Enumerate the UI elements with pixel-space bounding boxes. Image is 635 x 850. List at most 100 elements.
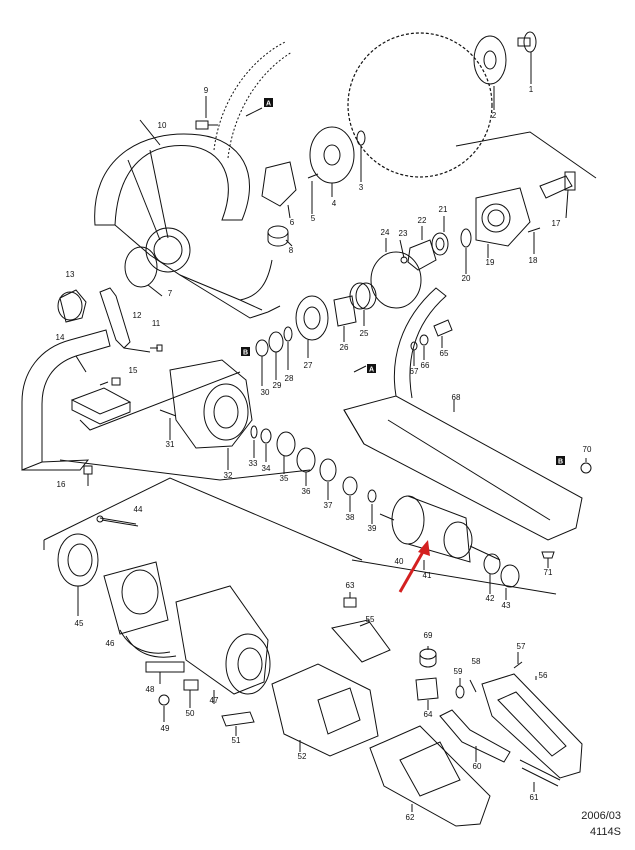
part-18-screw [527, 227, 541, 254]
part-21-bearing [431, 216, 449, 256]
part-17-shaft [539, 171, 576, 219]
part-3-ring [356, 130, 366, 146]
part-56-handle [481, 673, 583, 779]
part-label-62: 62 [406, 813, 415, 822]
part-label-5: 5 [311, 214, 316, 223]
part-label-57: 57 [517, 642, 526, 651]
part-label-66: 66 [421, 361, 430, 370]
part-70-screw [580, 458, 592, 474]
part-label-67: 67 [410, 367, 419, 376]
part-label-69: 69 [424, 631, 433, 640]
part-label-25: 25 [360, 329, 369, 338]
part-label-27: 27 [304, 361, 313, 370]
part-label-11: 11 [152, 319, 161, 328]
part-8-knob [267, 225, 293, 247]
part-label-61: 61 [530, 793, 539, 802]
part-6-plate [261, 161, 297, 219]
part-label-51: 51 [232, 736, 241, 745]
part-label-68: 68 [452, 393, 461, 402]
part-12-bracket [99, 287, 151, 353]
part-label-3: 3 [359, 183, 364, 192]
part-label-12: 12 [133, 311, 142, 320]
part-2-flange [473, 35, 507, 110]
part-label-18: 18 [529, 256, 538, 265]
part-label-6: 6 [290, 218, 295, 227]
part-label-13: 13 [66, 270, 75, 279]
part-label-10: 10 [158, 121, 167, 130]
part-33-ring [250, 425, 258, 439]
part-label-44: 44 [134, 505, 143, 514]
part-label-71: 71 [544, 568, 553, 577]
part-55-cover [331, 619, 391, 663]
part-label-23: 23 [399, 229, 408, 238]
part-label-16: 16 [57, 480, 66, 489]
part-42-bearing [483, 553, 501, 575]
part-label-4: 4 [332, 199, 337, 208]
part-label-24: 24 [381, 228, 390, 237]
part-label-19: 19 [486, 258, 495, 267]
part-61-cord [519, 759, 561, 792]
part-label-40: 40 [395, 557, 404, 566]
part-13-knob [57, 289, 87, 323]
part-57-screw [513, 652, 523, 669]
part-label-43: 43 [502, 601, 511, 610]
part-58-screw [469, 679, 477, 693]
part-29-bearing [268, 331, 284, 353]
part-44-screw [96, 515, 139, 527]
part-label-17: 17 [552, 219, 561, 228]
part-label-46: 46 [106, 639, 115, 648]
part-14-handle [21, 329, 111, 471]
part-31-screw [159, 409, 177, 440]
part-28-ring [283, 326, 293, 342]
part-label-47: 47 [210, 696, 219, 705]
view-markers: A A B B [241, 98, 565, 466]
part-20-ring [460, 228, 472, 248]
part-label-50: 50 [186, 709, 195, 718]
part-number-labels: 1234567891011121314151617181920212223242… [56, 85, 592, 822]
part-60-cord-guard [439, 709, 511, 763]
part-26-spring [333, 295, 357, 342]
part-1-bolt [517, 31, 537, 84]
part-label-41: 41 [423, 571, 432, 580]
part-62-handle-cover [369, 725, 491, 827]
part-49-screw [158, 694, 170, 706]
revision-date: 2006/03 [581, 810, 621, 822]
part-37-ring [319, 458, 337, 482]
part-label-28: 28 [285, 374, 294, 383]
part-label-1: 1 [529, 85, 534, 94]
part-34-ring [260, 428, 272, 444]
part-19-gear-housing [475, 187, 531, 258]
part-11-screw [150, 344, 163, 352]
part-label-39: 39 [368, 524, 377, 533]
part-24-o-ring [370, 251, 422, 309]
part-label-9: 9 [204, 86, 209, 95]
part-39-ring [367, 489, 377, 503]
part-5-screw [307, 173, 319, 214]
part-label-30: 30 [261, 388, 270, 397]
part-36-bearing [296, 447, 316, 473]
part-63-pad [343, 597, 357, 608]
part-48-label [145, 661, 185, 673]
part-27-gear [295, 295, 329, 358]
part-16-screw [83, 465, 93, 486]
part-label-7: 7 [168, 289, 173, 298]
part-7-ring [124, 246, 158, 288]
part-label-32: 32 [224, 471, 233, 480]
part-41-armature [379, 495, 501, 570]
part-label-22: 22 [418, 216, 427, 225]
marker-a-2: A [369, 367, 374, 374]
part-68-base-plate [343, 287, 583, 541]
part-43-bearing [500, 564, 520, 588]
part-66-washer [419, 334, 429, 346]
part-label-56: 56 [539, 671, 548, 680]
part-52-rear-housing [271, 663, 379, 757]
part-label-26: 26 [340, 343, 349, 352]
part-label-42: 42 [486, 594, 495, 603]
part-label-60: 60 [473, 762, 482, 771]
part-51-label [221, 711, 255, 727]
highlight-arrow [398, 540, 430, 593]
part-label-36: 36 [302, 487, 311, 496]
part-label-34: 34 [262, 464, 271, 473]
